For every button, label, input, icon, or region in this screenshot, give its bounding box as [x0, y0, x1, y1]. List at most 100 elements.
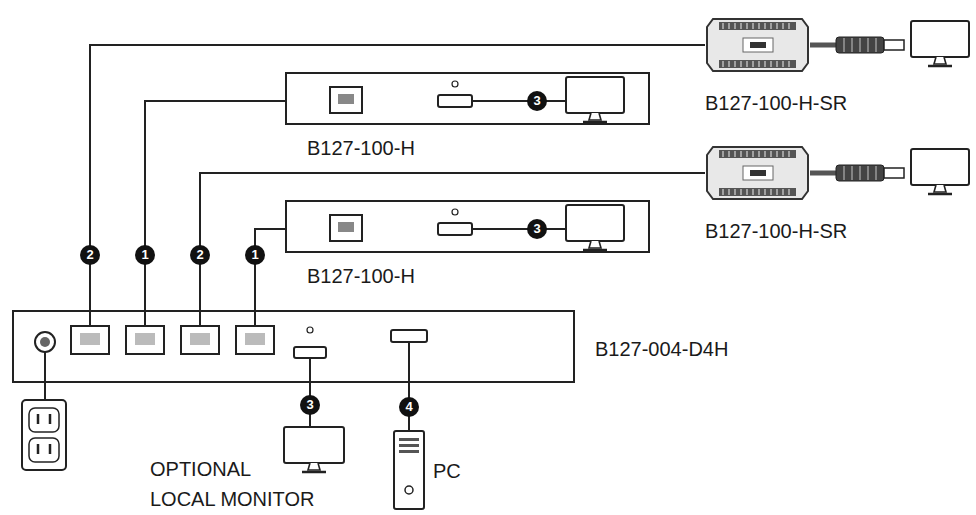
rj45-port — [71, 310, 274, 354]
shape-part — [750, 170, 766, 176]
hdmi-cable — [472, 101, 567, 229]
shape-part — [722, 151, 724, 195]
cable — [145, 101, 285, 310]
shape-part — [782, 23, 784, 67]
displayport-input — [408, 342, 410, 383]
power-outlet — [38, 414, 50, 454]
shape-part — [782, 151, 784, 195]
splitter-panel — [40, 337, 50, 347]
receiver-ports — [330, 215, 362, 241]
splitter-box: B127-004-D4H — [12, 310, 575, 383]
splitter-panel — [35, 332, 55, 352]
model-label: PC — [433, 456, 493, 486]
callout-number: 1 — [135, 245, 155, 265]
callout-number: 2 — [190, 245, 210, 265]
receiver-box: B127-100-H — [285, 200, 650, 253]
power-outlet — [44, 352, 46, 400]
monitor-icon — [566, 77, 624, 122]
hdmi-cable — [472, 101, 567, 229]
shape-part — [788, 151, 790, 195]
callout-number: 3 — [527, 219, 547, 239]
model-label: B127-004-D4H — [595, 334, 795, 364]
model-label: B127-100-H — [307, 133, 567, 163]
callout-number: 1 — [245, 245, 265, 265]
monitor-icon — [911, 149, 969, 194]
shape-part — [722, 23, 724, 67]
shape-part — [719, 60, 796, 68]
shape-part — [284, 427, 344, 463]
shape-part — [399, 438, 419, 441]
shape-part — [308, 463, 320, 470]
rj45-port — [190, 333, 210, 345]
hdmi-port — [307, 327, 313, 333]
receiver-ports — [452, 209, 458, 215]
rj45-port — [135, 333, 155, 345]
shape-part — [776, 23, 778, 67]
hdmi-port — [294, 327, 326, 383]
shape-part — [788, 23, 790, 67]
shape-part — [734, 151, 736, 195]
splitter-panel — [35, 310, 427, 383]
receiver-dongle-outline — [705, 142, 810, 204]
monitor-icon — [911, 21, 969, 66]
receiver-ports — [438, 95, 472, 107]
hdmi-plug — [884, 168, 904, 178]
power-outlet — [29, 408, 59, 432]
model-label: OPTIONAL LOCAL MONITOR — [150, 454, 320, 514]
rj45-port — [245, 333, 265, 345]
monitor-icon — [566, 205, 624, 250]
local-monitor: OPTIONAL LOCAL MONITOR — [283, 426, 345, 474]
local-monitor-outline — [283, 426, 345, 474]
receiver-ports — [338, 94, 354, 104]
callout-number: 3 — [300, 395, 320, 415]
hdmi-plug — [884, 40, 904, 50]
displayport-input — [391, 330, 427, 383]
shape-part — [405, 486, 413, 494]
power-outlet — [22, 400, 66, 470]
shape-part — [734, 23, 736, 67]
shape-part — [719, 188, 796, 196]
receiver-dongle: B127-100-H-SR — [705, 14, 810, 76]
hdmi-plug — [844, 38, 876, 180]
receiver-dongle: B127-100-H-SR — [705, 142, 810, 204]
cable — [90, 45, 705, 310]
model-label: B127-100-H-SR — [705, 88, 935, 118]
rj45-port — [90, 310, 255, 326]
callout-number: 4 — [399, 397, 419, 417]
model-label: B127-100-H — [307, 261, 567, 291]
cable — [200, 173, 705, 310]
rj45-port — [236, 326, 274, 354]
rj45-port — [71, 326, 109, 354]
power-outlet — [22, 352, 66, 470]
shape-part — [740, 151, 742, 195]
shape-part — [719, 150, 796, 158]
shape-part — [707, 19, 808, 71]
shape-part — [728, 151, 730, 195]
receiver-box: B127-100-H — [285, 72, 650, 125]
hdmi-port — [309, 358, 311, 383]
shape-part — [740, 23, 742, 67]
model-label: B127-100-H-SR — [705, 216, 935, 246]
shape-part — [743, 38, 773, 52]
callout-number: 3 — [527, 91, 547, 111]
pc-tower-outline — [393, 430, 425, 510]
shape-part — [743, 166, 773, 180]
receiver-ports — [338, 222, 354, 232]
shape-part — [707, 147, 808, 199]
shape-part — [302, 471, 326, 474]
rj45-port — [126, 326, 164, 354]
shape-part — [719, 22, 796, 30]
receiver-dongle-outline — [705, 14, 810, 76]
shape-part — [750, 42, 766, 48]
shape-part — [776, 151, 778, 195]
shape-part — [399, 450, 419, 453]
rj45-port — [181, 326, 219, 354]
rj45-port — [80, 333, 100, 345]
receiver-ports — [452, 81, 458, 87]
displayport-input — [391, 330, 427, 342]
receiver-ports — [330, 81, 472, 241]
receiver-ports — [330, 87, 362, 113]
hdmi-port — [294, 347, 326, 358]
receiver-ports — [438, 223, 472, 235]
